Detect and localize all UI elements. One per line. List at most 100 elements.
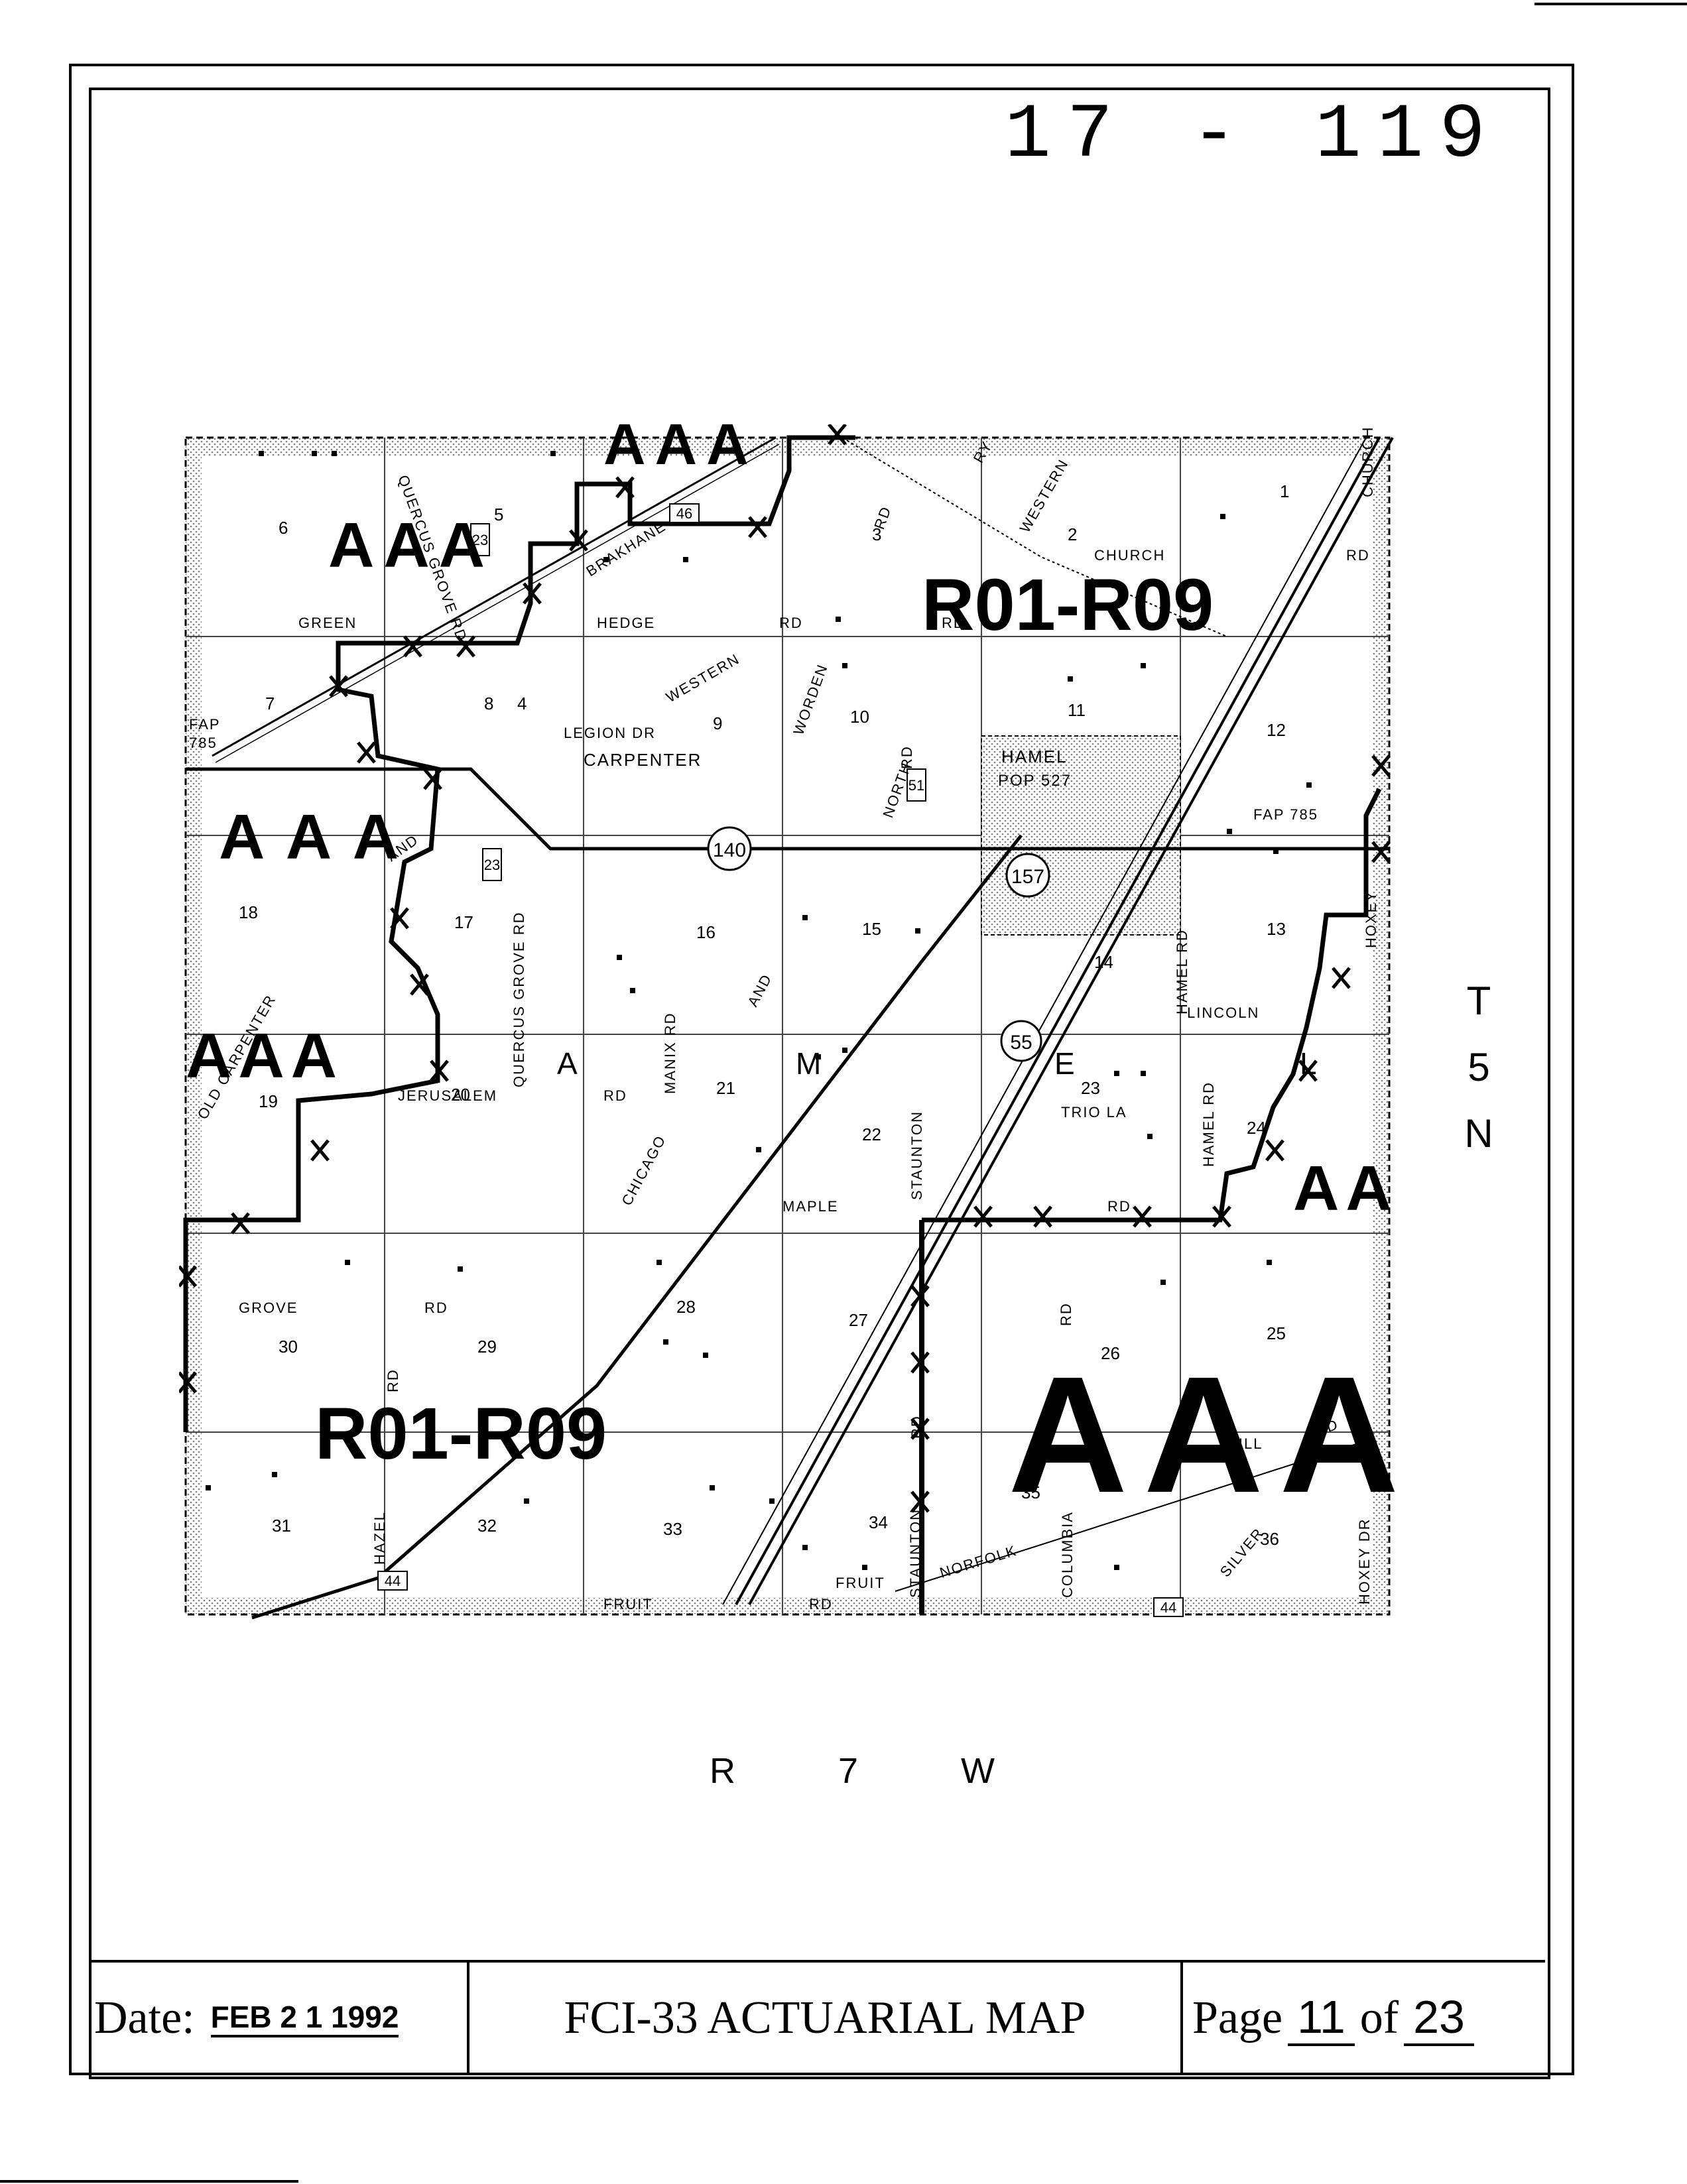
road-label: QUERCUS GROVE RD [511, 912, 527, 1087]
section-number: 7 [265, 694, 275, 713]
section-number: 36 [1260, 1529, 1279, 1549]
road-label: WORDEN [790, 662, 831, 737]
road-label: RD [603, 1087, 627, 1104]
section-number: 4 [517, 694, 527, 713]
place-label: LEGION DR [564, 725, 656, 741]
page-label: Page [1192, 1992, 1283, 2043]
section-number: 12 [1267, 720, 1286, 740]
route-shield-23 [470, 523, 490, 556]
township-letter: N [1464, 1111, 1493, 1156]
map-svg: 140 157 55 51 44 44 23 23 46 1 2 3 4 5 6… [178, 397, 1444, 1620]
road-label: CHICAGO [618, 1132, 669, 1209]
road-label: FRUIT [836, 1575, 885, 1591]
section-number: 28 [676, 1297, 696, 1317]
road-label: JERUSALEM [398, 1087, 497, 1104]
page-outer-border [69, 64, 1574, 2075]
place-label: HAMEL [1001, 747, 1068, 766]
township-letter: T [1466, 979, 1491, 1023]
route-shield-44 [1153, 1597, 1184, 1617]
road-label: FRUIT [603, 1596, 653, 1612]
zone-label-aaa: AAA [603, 424, 758, 477]
map-number: 17 - 119 [1005, 91, 1501, 179]
route-140 [186, 767, 1389, 851]
road-label: MANIX RD [662, 1012, 678, 1094]
road-label: CHURCH RD [1359, 424, 1376, 497]
township-label: T 5 N [1459, 968, 1499, 1167]
section-numbers: 1 2 3 4 5 6 7 8 9 10 11 12 13 14 15 16 1… [239, 481, 1289, 1549]
route-shield-23 [482, 848, 502, 881]
route-shield-label: 157 [1011, 866, 1044, 888]
page-number: 11 [1288, 1990, 1355, 2046]
road-label: AND [744, 971, 775, 1009]
route-shield-51 [906, 768, 926, 802]
road-label: COLUMBIA [1059, 1511, 1076, 1598]
range-label: R 7 W [710, 1751, 1042, 1791]
chicago-highway-diagonal [251, 834, 1023, 1620]
section-number: 14 [1094, 952, 1113, 972]
road-label: BRAKHANE [583, 517, 668, 579]
zone-boundary-west [183, 435, 855, 1432]
route-shields: 140 157 55 51 44 44 23 23 46 [377, 503, 1184, 1617]
zone-label-aaa: AAA [328, 510, 494, 581]
section-number: 6 [279, 518, 288, 538]
route-shield-157 [1005, 853, 1050, 898]
section-number: 15 [862, 919, 881, 939]
road-label: HILL [1227, 1435, 1263, 1452]
zone-label-r01-r09: R01-R09 [922, 564, 1214, 646]
route-shield-label: 44 [385, 1573, 401, 1589]
section-number: 10 [850, 707, 869, 727]
zone-label-aaa: AAA [1293, 1153, 1399, 1224]
route-shield-label: 55 [1010, 1032, 1032, 1054]
road-label: GROVE [239, 1300, 298, 1316]
zone-labels: AAA AAA A A A AAA AAA AAA R01-R09 R01-R0… [186, 411, 1444, 1527]
section-number: 23 [1081, 1078, 1100, 1098]
section-number: 5 [494, 505, 503, 524]
amel-letter: E [1054, 1046, 1075, 1081]
amel-letter: L [1300, 1046, 1317, 1081]
route-shield-55 [1000, 1020, 1042, 1062]
amel-letter: A [557, 1046, 578, 1081]
route-shield-label: 51 [908, 777, 924, 794]
route-shield-label: 23 [484, 857, 500, 873]
zone-label-aaa: AAA [186, 1020, 344, 1091]
road-label: HOXEY [1363, 890, 1379, 948]
section-number: 30 [279, 1337, 298, 1357]
page-inner-border [89, 88, 1550, 2079]
road-label: LINCOLN [1187, 1004, 1259, 1021]
railroad-lines [212, 436, 1227, 763]
page-cell: Page 11 of 23 [1183, 1963, 1545, 2074]
place-label: POP 527 [998, 772, 1072, 790]
section-number: 3 [872, 524, 881, 544]
section-number: 27 [849, 1310, 868, 1330]
route-shield-label: 140 [713, 839, 746, 861]
road-label: WESTERN [663, 650, 743, 706]
route-shield-label: 46 [676, 505, 692, 522]
section-number: 32 [477, 1516, 497, 1536]
title-block: Date: FEB 2 1 1992 FCI-33 ACTUARIAL MAP … [89, 1960, 1545, 2074]
route-shield-140 [707, 826, 752, 871]
road-label: RD [779, 615, 803, 631]
place-label: FAP 785 [1253, 806, 1318, 823]
border-stipple-right [1373, 438, 1389, 1614]
road-label: GREEN [298, 615, 357, 631]
road-label: HAMEL RD [1174, 929, 1190, 1014]
road-label: HAMEL RD [1200, 1081, 1217, 1167]
place-label: CARPENTER [584, 750, 702, 770]
section-number: 9 [713, 713, 722, 733]
page-total: 23 [1404, 1990, 1474, 2046]
date-stamp: FEB 2 1 1992 [210, 1999, 399, 2037]
amel-letter: M [796, 1046, 821, 1081]
road-label: RD [385, 1368, 401, 1392]
road-label: RD [871, 504, 895, 532]
boundary-x-marks [178, 423, 1391, 1513]
zone-label-r01-r09: R01-R09 [315, 1393, 607, 1475]
zone-boundary-east [922, 788, 1382, 1223]
border-stipple-top [186, 438, 1386, 456]
road-label: TRIO LA [1061, 1104, 1127, 1121]
section-number: 29 [477, 1337, 497, 1357]
road-label: RD [942, 615, 966, 631]
route-shield-label: 23 [472, 532, 488, 548]
date-cell: Date: FEB 2 1 1992 [89, 1963, 469, 2074]
road-label: RD [809, 1596, 833, 1612]
section-number: 11 [1068, 700, 1086, 720]
